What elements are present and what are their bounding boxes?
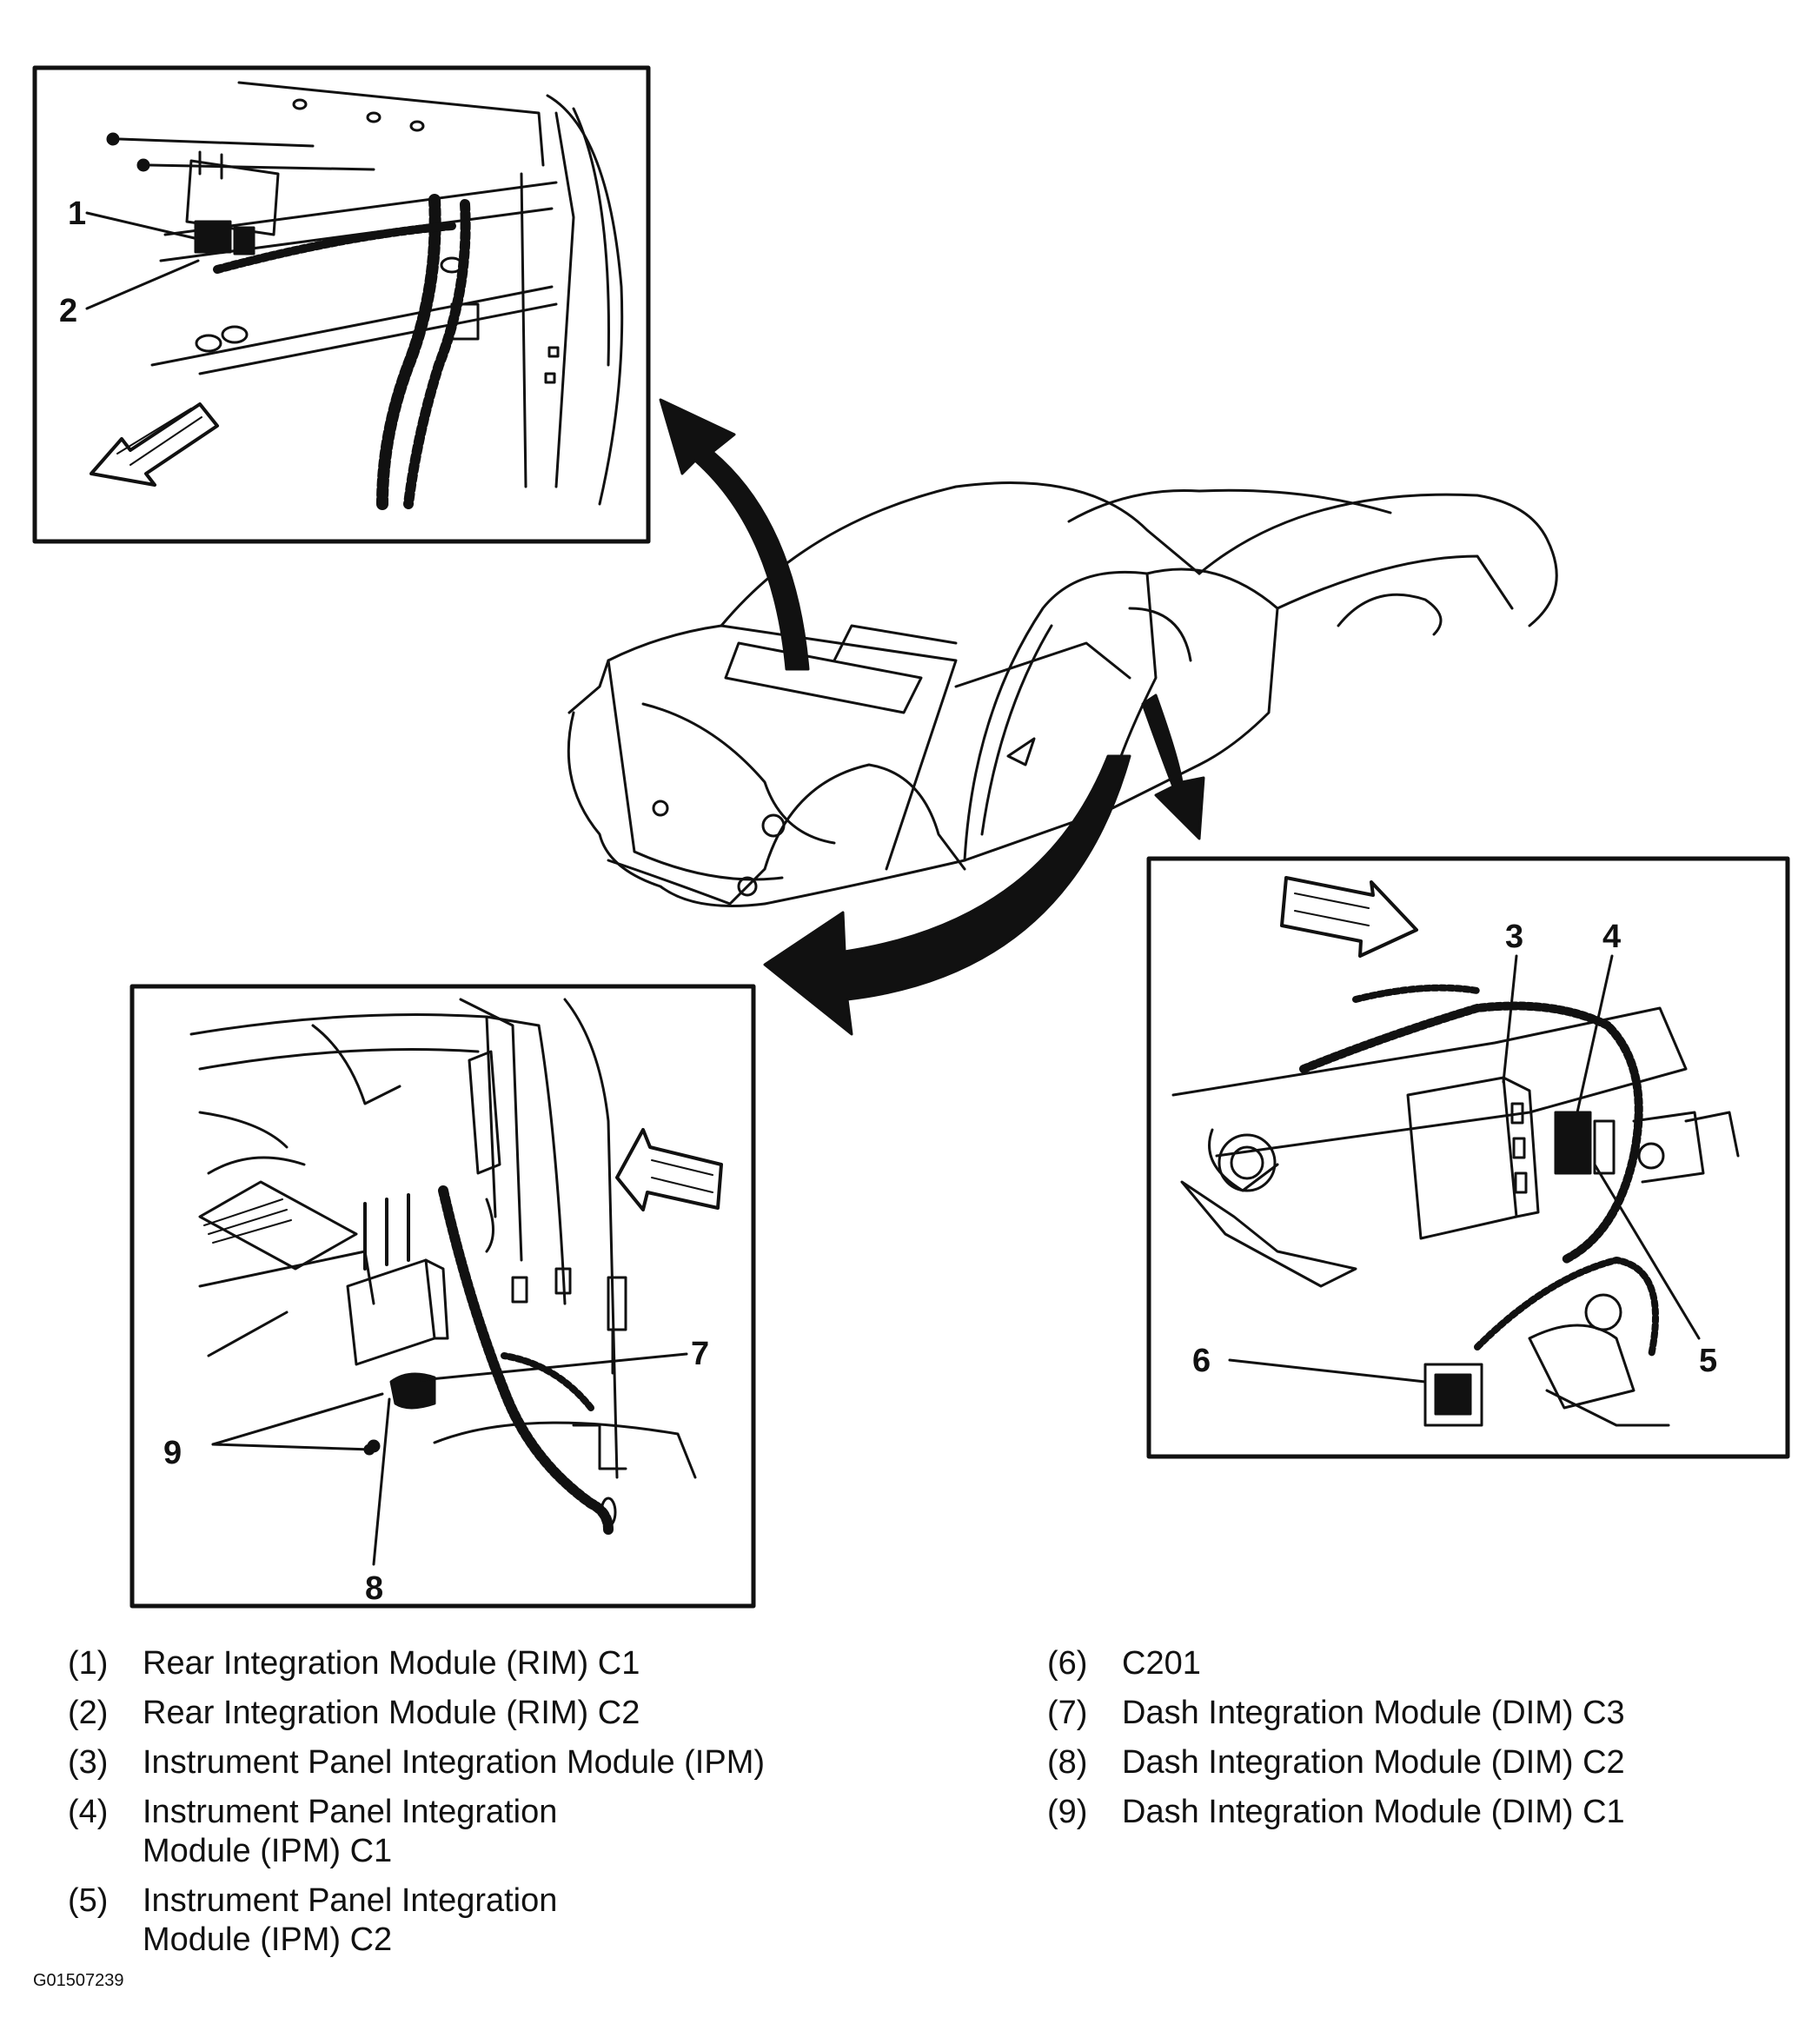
legend-left: (1) Rear Integration Module (RIM) C1 (2)… (68, 1644, 937, 1970)
legend-number: (3) (68, 1744, 109, 1781)
callout-4: 4 (1602, 919, 1621, 955)
legend-right: (6) C201 (7) Dash Integration Module (DI… (1047, 1644, 1795, 1842)
legend-item: (2) Rear Integration Module (RIM) C2 (68, 1694, 937, 1733)
legend-label: C201 (1122, 1645, 1201, 1682)
legend-number: (9) (1047, 1794, 1088, 1830)
legend-item: (4) Instrument Panel Integration Module … (68, 1793, 937, 1871)
legend-item: (9) Dash Integration Module (DIM) C1 (1047, 1793, 1795, 1832)
inset-ipm (1146, 856, 1790, 1459)
legend-label: Dash Integration Module (DIM) C2 (1122, 1744, 1625, 1781)
legend-item: (1) Rear Integration Module (RIM) C1 (68, 1644, 937, 1683)
legend-item: (8) Dash Integration Module (DIM) C2 (1047, 1743, 1795, 1782)
legend-number: (8) (1047, 1744, 1088, 1781)
callout-1: 1 (68, 196, 86, 232)
callout-9: 9 (163, 1435, 182, 1471)
legend-item: (5) Instrument Panel Integration Module … (68, 1881, 937, 1960)
callout-6: 6 (1192, 1343, 1211, 1379)
legend-label: Dash Integration Module (DIM) C3 (1122, 1695, 1625, 1731)
legend-label: Instrument Panel Integration Module (IPM… (143, 1882, 558, 1958)
legend-label: Instrument Panel Integration Module (IPM… (143, 1794, 558, 1869)
legend-item: (7) Dash Integration Module (DIM) C3 (1047, 1694, 1795, 1733)
legend-item: (3) Instrument Panel Integration Module … (68, 1743, 937, 1782)
legend-number: (6) (1047, 1645, 1088, 1682)
figure-code: G01507239 (33, 1971, 124, 1990)
callout-5: 5 (1699, 1343, 1717, 1379)
legend-number: (5) (68, 1882, 109, 1919)
legend-label: Dash Integration Module (DIM) C1 (1122, 1794, 1625, 1830)
callout-7: 7 (691, 1336, 709, 1372)
legend-item: (6) C201 (1047, 1644, 1795, 1683)
callout-3: 3 (1505, 919, 1523, 955)
callout-2: 2 (59, 293, 77, 329)
legend-number: (7) (1047, 1695, 1088, 1731)
pointer-arrows (659, 398, 1205, 1036)
inset-dim (129, 984, 756, 1609)
vehicle-body-outline (567, 481, 1558, 907)
legend-label: Rear Integration Module (RIM) C2 (143, 1695, 640, 1731)
callout-8: 8 (365, 1570, 383, 1607)
legend-label: Rear Integration Module (RIM) C1 (143, 1645, 640, 1682)
legend-number: (1) (68, 1645, 109, 1682)
legend-label: Instrument Panel Integration Module (IPM… (143, 1744, 766, 1781)
legend-number: (4) (68, 1794, 109, 1830)
inset-rear-module (32, 65, 651, 544)
legend-number: (2) (68, 1695, 109, 1731)
